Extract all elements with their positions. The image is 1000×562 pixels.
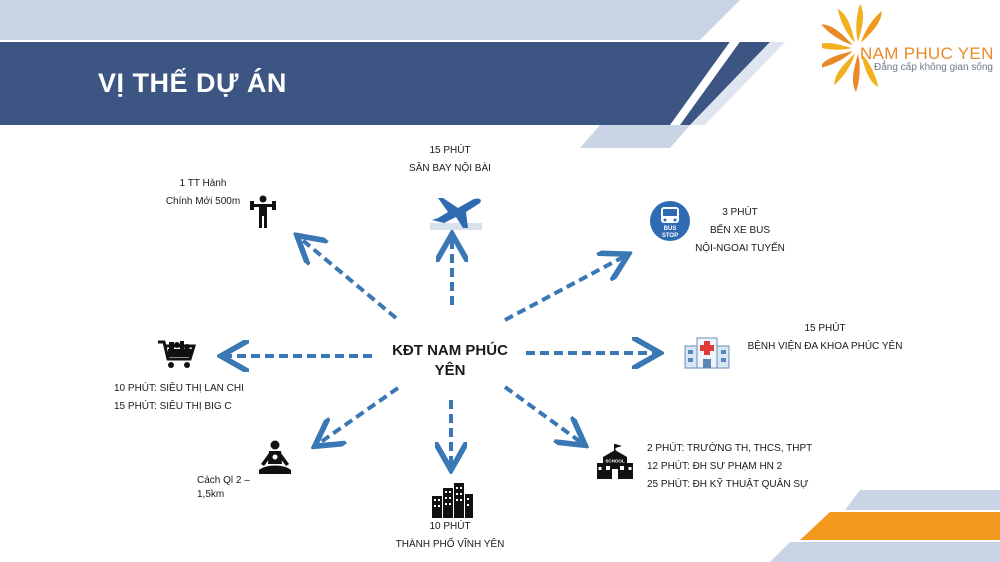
- label-highway-2: 1,5km: [197, 489, 225, 500]
- bus-icon-text-1: BUS: [664, 226, 677, 232]
- label-admin-line-2: Chính Mới 500m: [165, 196, 241, 207]
- label-bus-name: BẾN XE BUS: [709, 225, 771, 236]
- brand-tagline: Đẳng cấp không gian sống: [874, 62, 993, 73]
- label-city-name: THÀNH PHỐ VĨNH YÊN: [395, 539, 505, 550]
- label-bus-route: NỘI-NGOAI TUYẾN: [695, 243, 785, 254]
- brand-name: NAM PHUC YEN: [860, 44, 994, 63]
- label-airport-time: 15 PHÚT: [429, 145, 471, 156]
- label-admin-center: 1 TT Hành Chính Mới 500m: [148, 175, 258, 211]
- label-schools: 2 PHÚT: TRƯỜNG TH, THCS, THPT 12 PHÚT: Đ…: [647, 440, 827, 494]
- arrow-admin-center: [300, 238, 398, 320]
- label-city: 10 PHÚT THÀNH PHỐ VĨNH YÊN: [380, 518, 520, 554]
- label-schools-3: 25 PHÚT: ĐH KỸ THUẬT QUÂN SỰ: [647, 479, 809, 490]
- label-hospital-name: BỆNH VIỆN ĐA KHOA PHÚC YÊN: [747, 341, 903, 352]
- page-title: VỊ THẾ DỰ ÁN: [98, 68, 287, 98]
- label-highway: Cách Ql 2 – 1,5km: [197, 474, 277, 502]
- school-icon-text: SCHOOL: [605, 459, 625, 464]
- label-schools-2: 12 PHÚT: ĐH SƯ PHẠM HN 2: [647, 461, 783, 472]
- hospital-icon: [684, 337, 730, 369]
- label-airport: 15 PHÚT SÂN BAY NỘI BÀI: [380, 142, 520, 178]
- bus-stop-icon: BUS STOP: [650, 201, 690, 241]
- label-schools-1: 2 PHÚT: TRƯỜNG TH, THCS, THPT: [647, 443, 813, 454]
- label-airport-name: SÂN BAY NỘI BÀI: [409, 163, 491, 174]
- arrow-bus-station: [504, 256, 625, 322]
- city-buildings-icon: [432, 483, 473, 518]
- label-bus-time: 3 PHÚT: [722, 207, 758, 218]
- airplane-icon: [430, 198, 482, 230]
- label-admin-line-1: 1 TT Hành: [179, 178, 227, 189]
- label-bus-station: 3 PHÚT BẾN XE BUS NỘI-NGOAI TUYẾN: [680, 204, 800, 258]
- sunburst-logo-icon: [822, 4, 882, 92]
- label-highway-1: Cách Ql 2 –: [197, 475, 250, 486]
- label-supermarket: 10 PHÚT: SIÊU THỊ LAN CHI 15 PHÚT: SIÊU …: [114, 380, 264, 416]
- school-icon: SCHOOL: [597, 444, 633, 479]
- center-label: KĐT NAM PHÚC YÊN: [370, 341, 530, 381]
- shopping-cart-icon: [158, 340, 197, 368]
- arrow-schools: [503, 385, 582, 443]
- label-hospital-time: 15 PHÚT: [804, 323, 846, 334]
- center-label-line-1: KĐT NAM PHÚC: [392, 342, 508, 359]
- gym-person-icon: [250, 195, 276, 228]
- label-supermarket-1: 10 PHÚT: SIÊU THỊ LAN CHI: [114, 383, 244, 394]
- label-supermarket-2: 15 PHÚT: SIÊU THỊ BIG C: [114, 401, 232, 412]
- center-label-line-2: YÊN: [434, 362, 466, 379]
- bus-icon-text-2: STOP: [662, 233, 678, 239]
- arrow-highway: [318, 386, 400, 444]
- label-city-time: 10 PHÚT: [429, 521, 471, 532]
- label-hospital: 15 PHÚT BỆNH VIỆN ĐA KHOA PHÚC YÊN: [740, 320, 910, 356]
- meditation-icon: [259, 440, 291, 474]
